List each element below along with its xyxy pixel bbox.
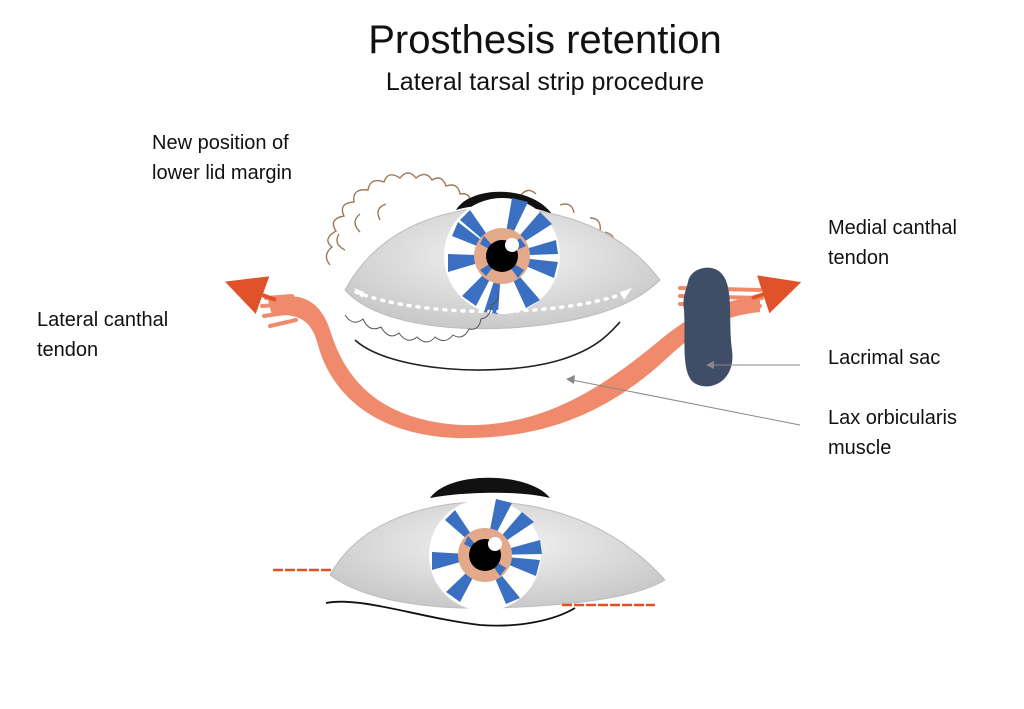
label-lateral-canthal-tendon: Lateral canthal tendon — [37, 309, 169, 361]
lateral-pull-arrow — [224, 276, 277, 314]
new-lid-dotted-arrow-left — [354, 288, 364, 298]
orbicularis-leader-head — [566, 375, 575, 384]
bottom-iris — [429, 499, 542, 611]
new-lid-dotted-arrow-right — [620, 288, 632, 300]
diagram-subtitle: Lateral tarsal strip procedure — [385, 68, 705, 96]
lower-eyelashes — [344, 290, 499, 343]
bottom-lower-lid-line — [325, 600, 576, 627]
bottom-upper-eyelid — [430, 477, 550, 498]
lacrimal-sac — [683, 267, 733, 387]
medial-pull-arrow — [751, 275, 802, 314]
label-medial-canthal-tendon: Medial canthal tendon — [828, 217, 957, 269]
lower-lid-margin — [354, 321, 621, 371]
label-lacrimal-sac: Lacrimal sac — [828, 347, 941, 369]
top-eye-group — [224, 172, 802, 439]
orbicularis-leader — [571, 379, 801, 426]
bottom-eye-group — [273, 477, 666, 627]
lacrimal-sac-leader-head — [706, 361, 714, 369]
top-iris — [444, 198, 560, 314]
label-lax-orbicularis: Lax orbicularis muscle — [828, 407, 957, 459]
diagram-title: Prosthesis retention — [368, 18, 722, 62]
label-new-lid-position: New position of lower lid margin — [152, 132, 293, 184]
